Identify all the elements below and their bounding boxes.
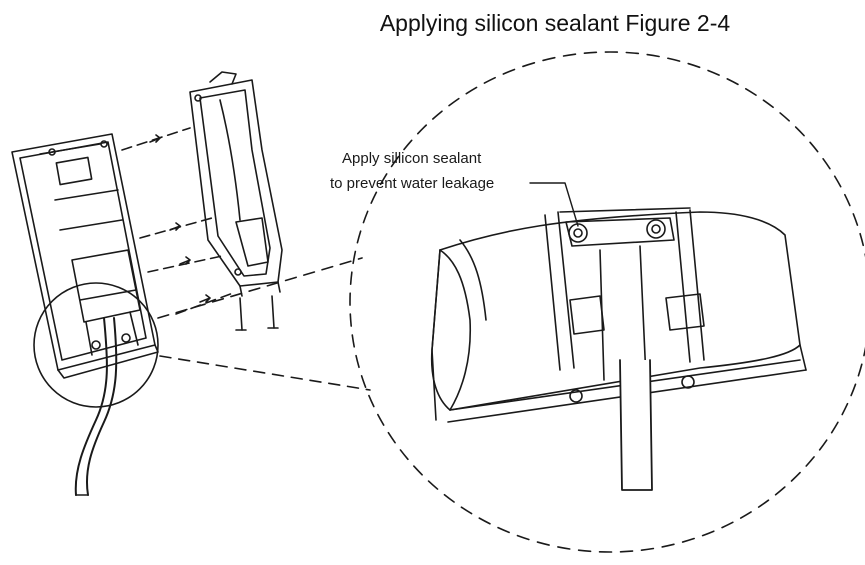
callout-leader bbox=[529, 182, 579, 227]
figure-caption: Applying silicon sealant Figure 2-4 bbox=[379, 10, 731, 36]
callout-line-2: to prevent water leakage bbox=[330, 175, 494, 192]
mounting-screws bbox=[235, 295, 279, 331]
enlarged-base bbox=[430, 207, 807, 423]
callout-line-1: Apply sillicon sealant bbox=[342, 150, 482, 167]
detail-circle bbox=[33, 282, 159, 408]
zoom-circle bbox=[349, 51, 865, 553]
guide-arrows bbox=[149, 134, 211, 303]
back-housing bbox=[11, 133, 159, 379]
detail-connectors bbox=[157, 257, 371, 391]
enlarged-cable bbox=[619, 359, 653, 491]
front-cover bbox=[189, 71, 283, 297]
